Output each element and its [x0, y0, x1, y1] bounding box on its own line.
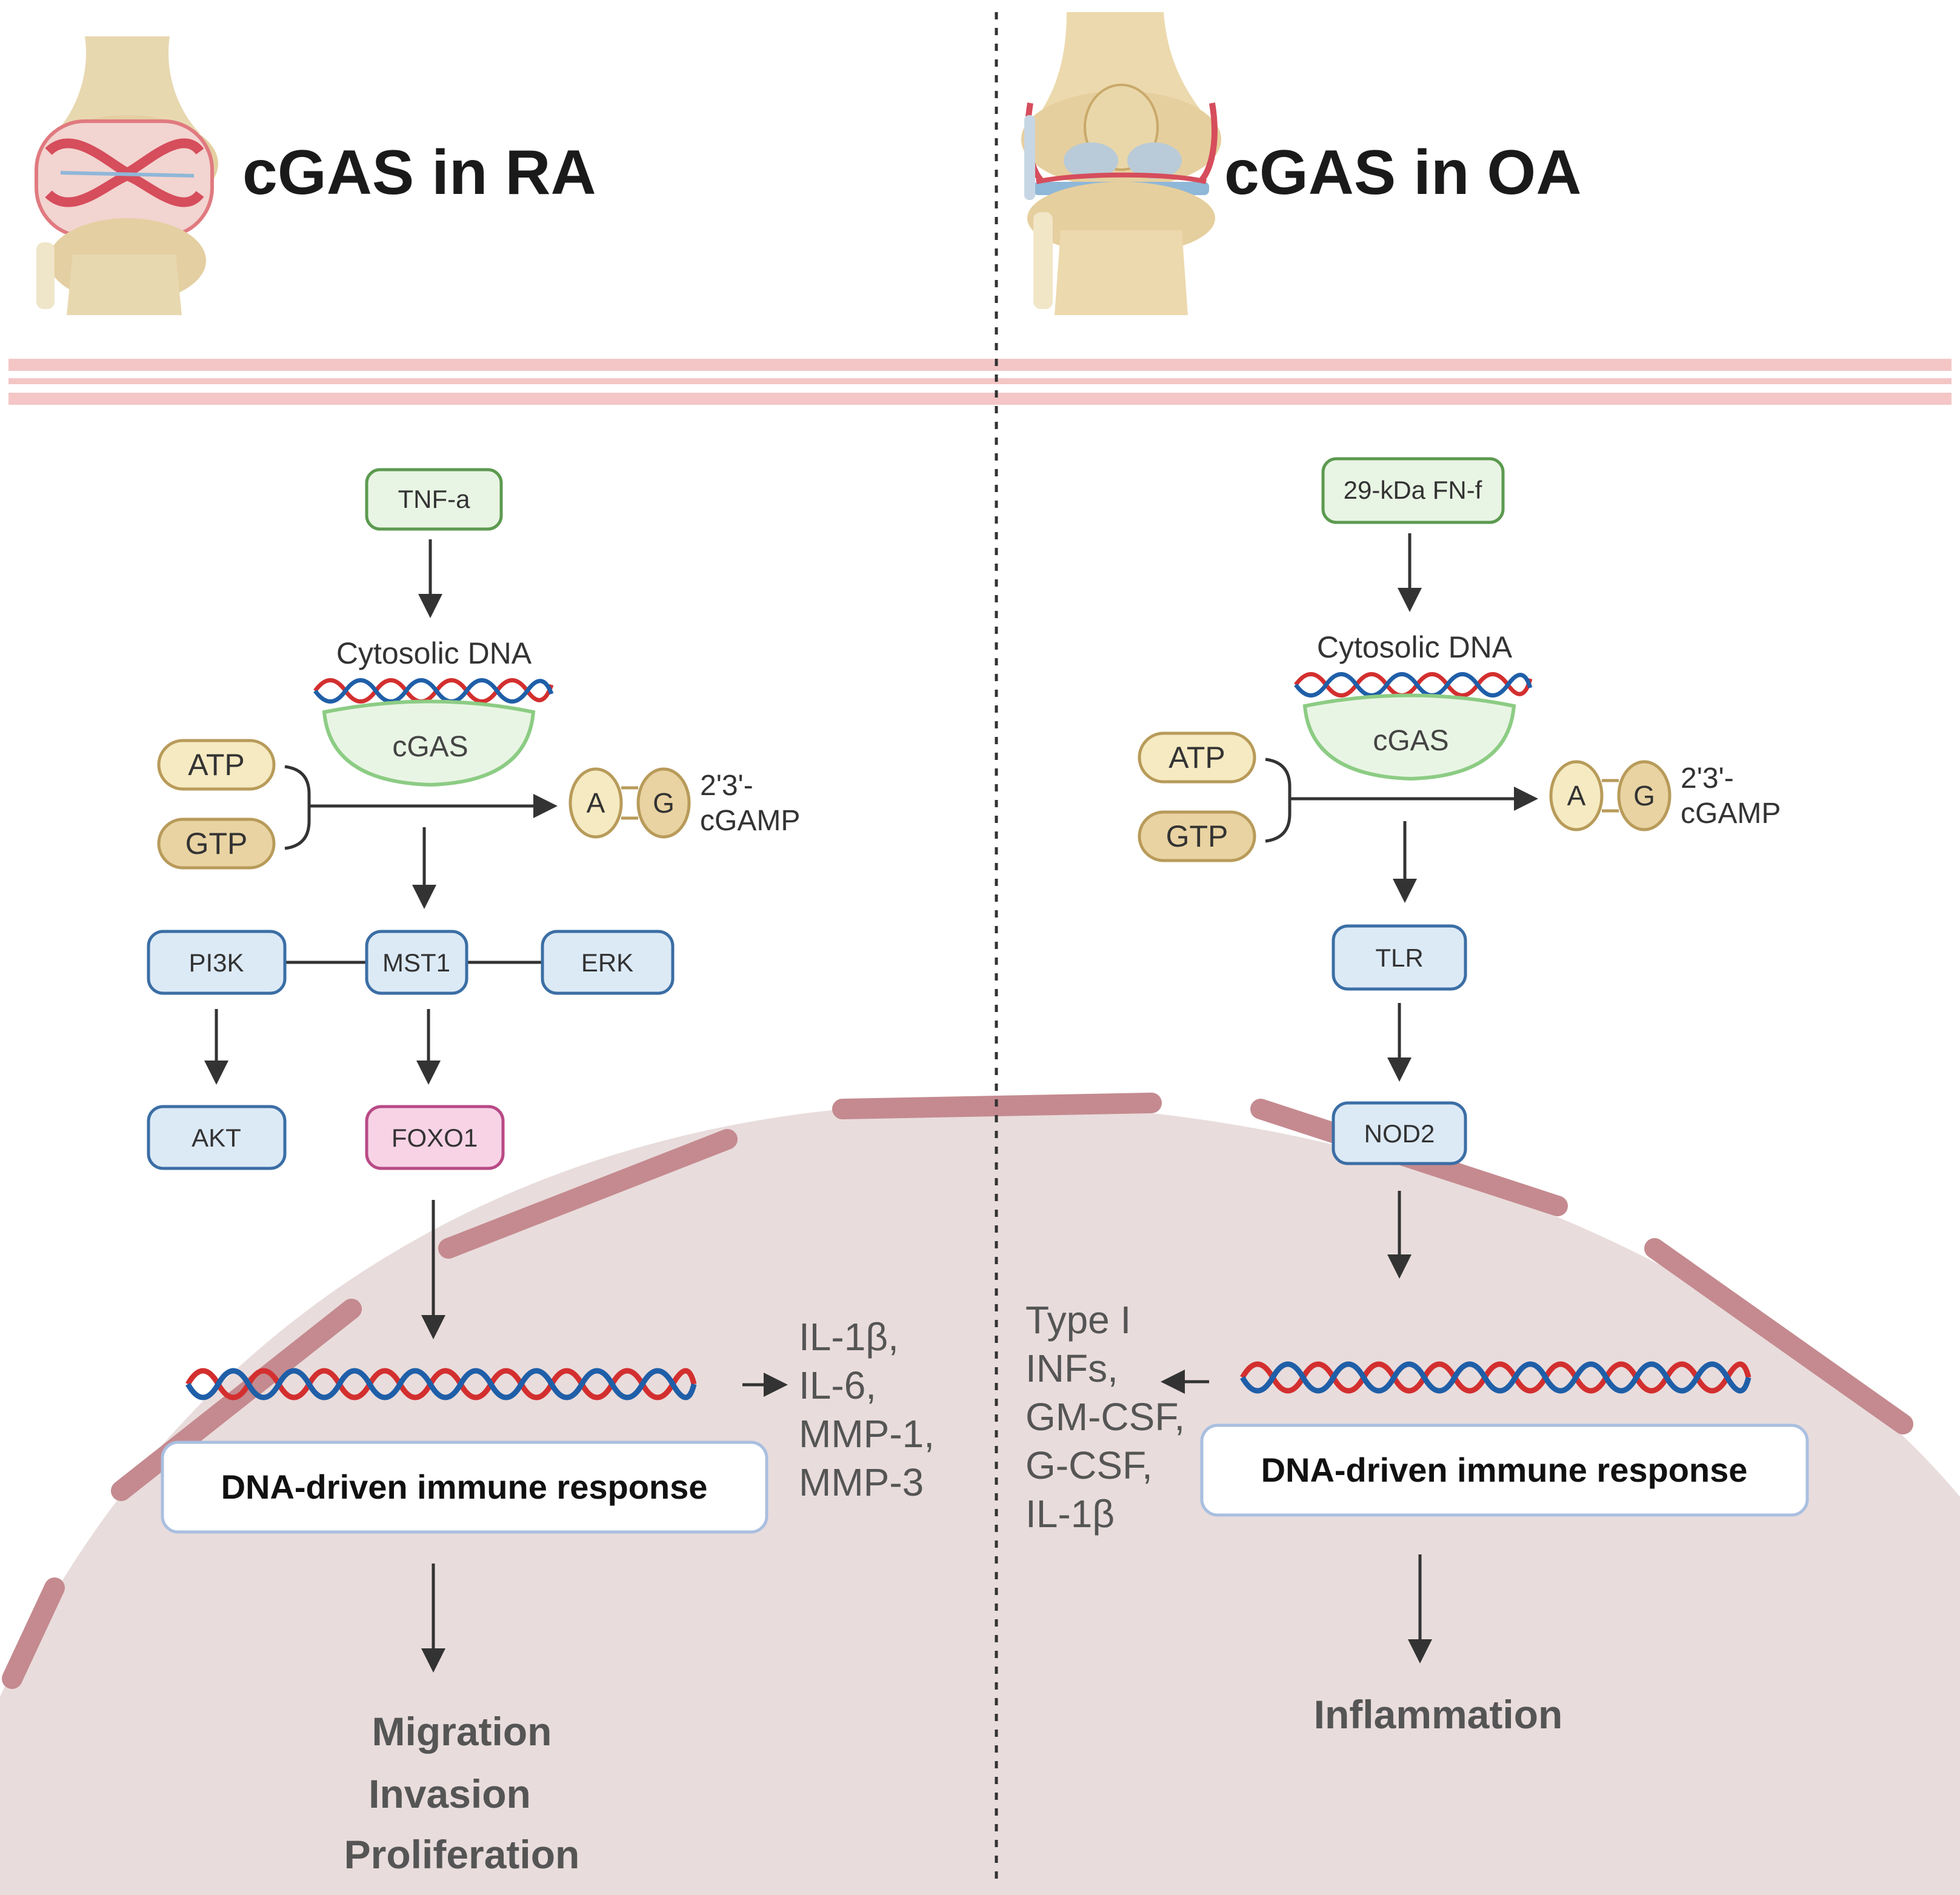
left-nuclear-dna-icon: [185, 1368, 697, 1400]
left-atp-label: ATP: [188, 748, 245, 782]
left-output-1: IL-1β,: [799, 1315, 899, 1359]
left-cgas-enzyme: [322, 699, 536, 787]
nucleus: [0, 1103, 1960, 1895]
left-erk-label: ERK: [581, 948, 633, 977]
left-atp-gtp-bracket: [284, 765, 311, 850]
fn-f-node: [1321, 457, 1505, 524]
left-foxo1-label: FOXO1: [392, 1124, 478, 1152]
right-gtp-label: GTP: [1166, 819, 1228, 853]
osteoarthritis-knee-icon: [1021, 12, 1221, 315]
right-output-1: Type I: [1025, 1298, 1131, 1342]
left-cgamp-molecule-icon: [568, 767, 691, 839]
right-cgamp-g: G: [1633, 780, 1655, 811]
left-outcome-2: Invasion: [368, 1771, 531, 1816]
right-nuclear-dna-icon: [1240, 1361, 1752, 1394]
left-foxo1-node: [365, 1105, 505, 1170]
left-title: cGAS in RA: [242, 138, 596, 208]
left-atp-node: [157, 739, 276, 791]
left-cgamp-a: A: [587, 787, 605, 819]
tnf-a-label: TNF-a: [398, 485, 471, 513]
left-gtp-node: [157, 818, 276, 870]
left-akt-node: [147, 1105, 287, 1170]
left-pi3k-label: PI3K: [188, 948, 244, 977]
left-erk-node: [541, 930, 675, 995]
left-outcome-1: Migration: [372, 1709, 552, 1754]
right-cgamp-molecule-icon: [1549, 760, 1672, 831]
tnf-a-node: [365, 468, 503, 531]
right-cgamp-label-1: 2'3'-: [1681, 762, 1734, 794]
left-cgamp-label-1: 2'3'-: [700, 770, 753, 802]
left-dna-helix-icon: [313, 678, 554, 704]
left-cgamp-g: G: [653, 787, 675, 819]
right-outcome-1: Inflammation: [1314, 1692, 1563, 1737]
right-response-box: [1200, 1424, 1809, 1517]
left-akt-label: AKT: [192, 1124, 241, 1152]
right-output-3: GM-CSF,: [1025, 1395, 1185, 1439]
fn-f-label: 29-kDa FN-f: [1344, 476, 1482, 504]
right-output-4: G-CSF,: [1025, 1444, 1153, 1487]
right-dna-helix-icon: [1294, 672, 1533, 698]
right-nod2-label: NOD2: [1364, 1119, 1435, 1148]
left-response-label: DNA-driven immune response: [221, 1468, 708, 1506]
left-output-2: IL-6,: [799, 1364, 876, 1407]
left-outcome-3: Proliferation: [344, 1832, 580, 1877]
rheumatoid-arthritis-joint-icon: [35, 36, 218, 315]
left-mst1-node: [365, 930, 468, 995]
right-cytosolic-dna-label: Cytosolic DNA: [1317, 630, 1513, 664]
right-output-2: INFs,: [1025, 1347, 1118, 1390]
left-response-box: [161, 1440, 768, 1534]
left-cgas-label: cGAS: [392, 731, 468, 763]
left-cytosolic-dna-label: Cytosolic DNA: [336, 636, 532, 670]
right-title: cGAS in OA: [1224, 138, 1581, 208]
membrane-band: [8, 358, 1952, 406]
right-cgas-label: cGAS: [1373, 725, 1448, 757]
right-output-5: IL-1β: [1025, 1492, 1115, 1536]
right-tlr-label: TLR: [1375, 944, 1423, 972]
right-cgas-enzyme: [1302, 693, 1516, 781]
left-output-3: MMP-1,: [799, 1412, 935, 1456]
left-mst1-label: MST1: [382, 948, 450, 977]
right-tlr-node: [1332, 924, 1467, 991]
left-cgamp-label-2: cGAMP: [700, 805, 800, 837]
left-gtp-label: GTP: [185, 827, 248, 861]
right-gtp-node: [1138, 810, 1256, 862]
right-cgamp-label-2: cGAMP: [1681, 798, 1781, 830]
right-atp-gtp-bracket: [1265, 758, 1292, 843]
right-nod2-node: [1332, 1101, 1467, 1165]
right-atp-label: ATP: [1168, 741, 1225, 774]
left-output-4: MMP-3: [799, 1460, 924, 1504]
right-atp-node: [1138, 731, 1256, 784]
left-pi3k-node: [147, 930, 287, 995]
right-cgamp-a: A: [1567, 780, 1586, 811]
right-response-label: DNA-driven immune response: [1261, 1451, 1748, 1489]
